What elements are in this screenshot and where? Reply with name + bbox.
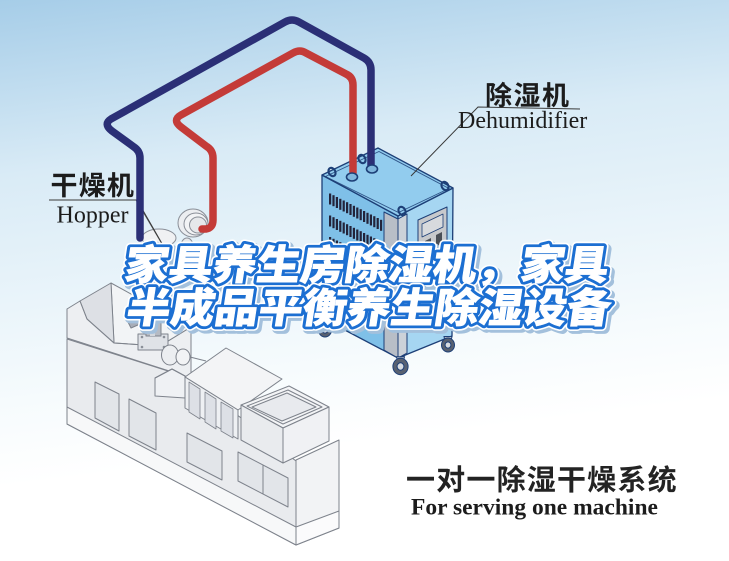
svg-text:For serving one machine: For serving one machine <box>411 495 658 521</box>
svg-text:Dehumidifier: Dehumidifier <box>458 108 587 134</box>
svg-text:Hopper: Hopper <box>57 203 129 229</box>
